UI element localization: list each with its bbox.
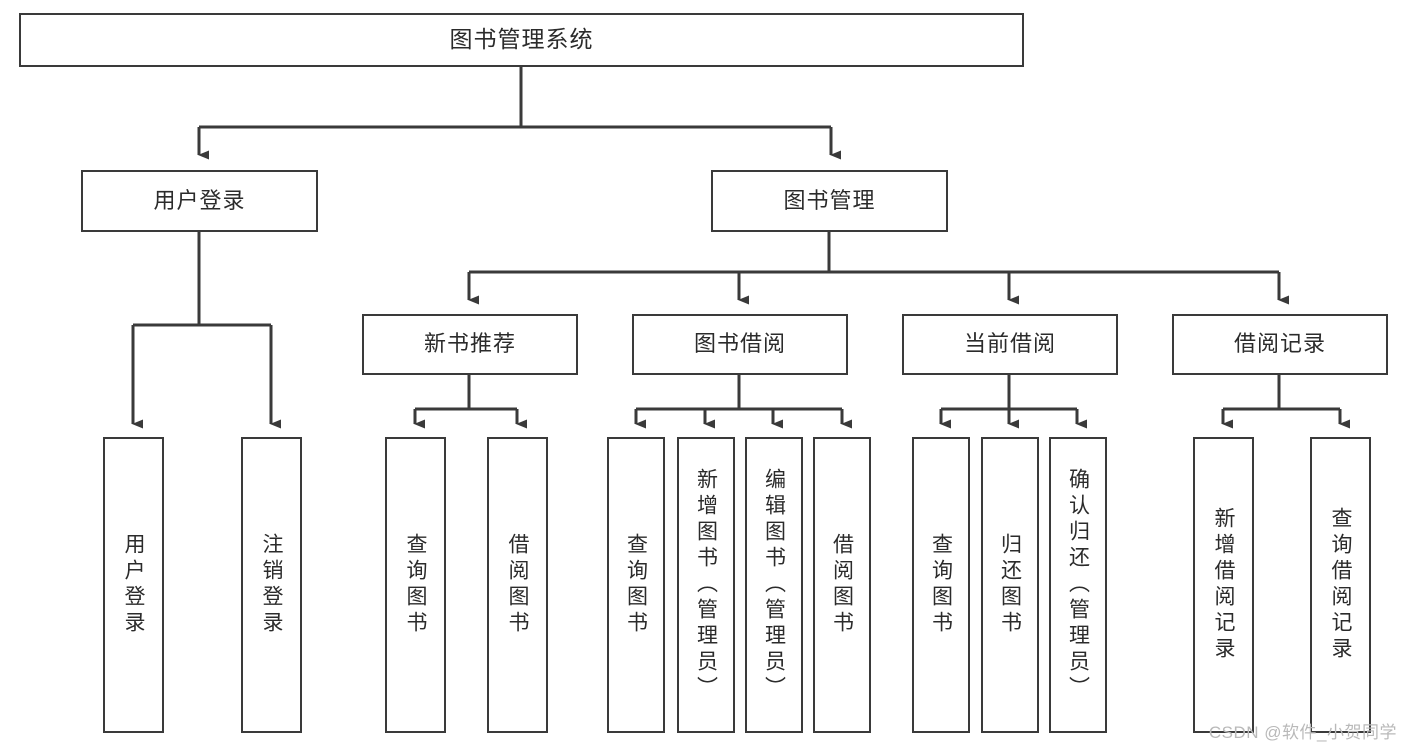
- node-label: 新书推荐: [423, 331, 516, 357]
- node-leaf-user-login[interactable]: 用户登录: [103, 437, 164, 733]
- node-leaf-query-book-3[interactable]: 查询图书: [912, 437, 970, 733]
- node-label: 当前借阅: [963, 331, 1056, 357]
- node-leaf-borrow-book-1[interactable]: 借阅图书: [487, 437, 548, 733]
- node-label: 查询图书: [929, 533, 953, 637]
- node-label: 新增借阅记录: [1212, 507, 1236, 663]
- node-label: 新增图书（管理员）: [694, 468, 718, 702]
- node-leaf-query-book-2[interactable]: 查询图书: [607, 437, 665, 733]
- node-label: 用户登录: [122, 533, 146, 637]
- node-leaf-borrow-book-2[interactable]: 借阅图书: [813, 437, 871, 733]
- node-book-manage[interactable]: 图书管理: [711, 170, 948, 232]
- node-label: 借阅图书: [506, 533, 530, 637]
- node-book-borrow[interactable]: 图书借阅: [632, 314, 848, 375]
- node-leaf-query-book-1[interactable]: 查询图书: [385, 437, 446, 733]
- watermark-text: CSDN @软件_小贺同学: [1208, 723, 1397, 742]
- node-label: 编辑图书（管理员）: [762, 468, 786, 702]
- node-leaf-logout-login[interactable]: 注销登录: [241, 437, 302, 733]
- node-label: 借阅记录: [1233, 331, 1326, 357]
- node-leaf-confirm-return[interactable]: 确认归还（管理员）: [1049, 437, 1107, 733]
- node-label: 查询图书: [404, 533, 428, 637]
- node-current-borrow[interactable]: 当前借阅: [902, 314, 1118, 375]
- node-label: 归还图书: [998, 533, 1022, 637]
- node-label: 借阅图书: [830, 533, 854, 637]
- node-leaf-add-book[interactable]: 新增图书（管理员）: [677, 437, 735, 733]
- node-label: 图书管理系统: [449, 26, 594, 53]
- node-label: 确认归还（管理员）: [1066, 468, 1090, 702]
- node-root-system[interactable]: 图书管理系统: [19, 13, 1024, 67]
- node-label: 图书管理: [783, 187, 876, 213]
- node-leaf-edit-book[interactable]: 编辑图书（管理员）: [745, 437, 803, 733]
- node-label: 查询借阅记录: [1329, 507, 1353, 663]
- node-user-login[interactable]: 用户登录: [81, 170, 318, 232]
- node-label: 查询图书: [624, 533, 648, 637]
- node-leaf-add-borrow-record[interactable]: 新增借阅记录: [1193, 437, 1254, 733]
- node-new-book-recommend[interactable]: 新书推荐: [362, 314, 578, 375]
- node-label: 用户登录: [153, 187, 246, 213]
- node-label: 图书借阅: [693, 331, 786, 357]
- node-leaf-return-book[interactable]: 归还图书: [981, 437, 1039, 733]
- node-leaf-query-borrow-record[interactable]: 查询借阅记录: [1310, 437, 1371, 733]
- node-label: 注销登录: [260, 533, 284, 637]
- node-borrow-record[interactable]: 借阅记录: [1172, 314, 1388, 375]
